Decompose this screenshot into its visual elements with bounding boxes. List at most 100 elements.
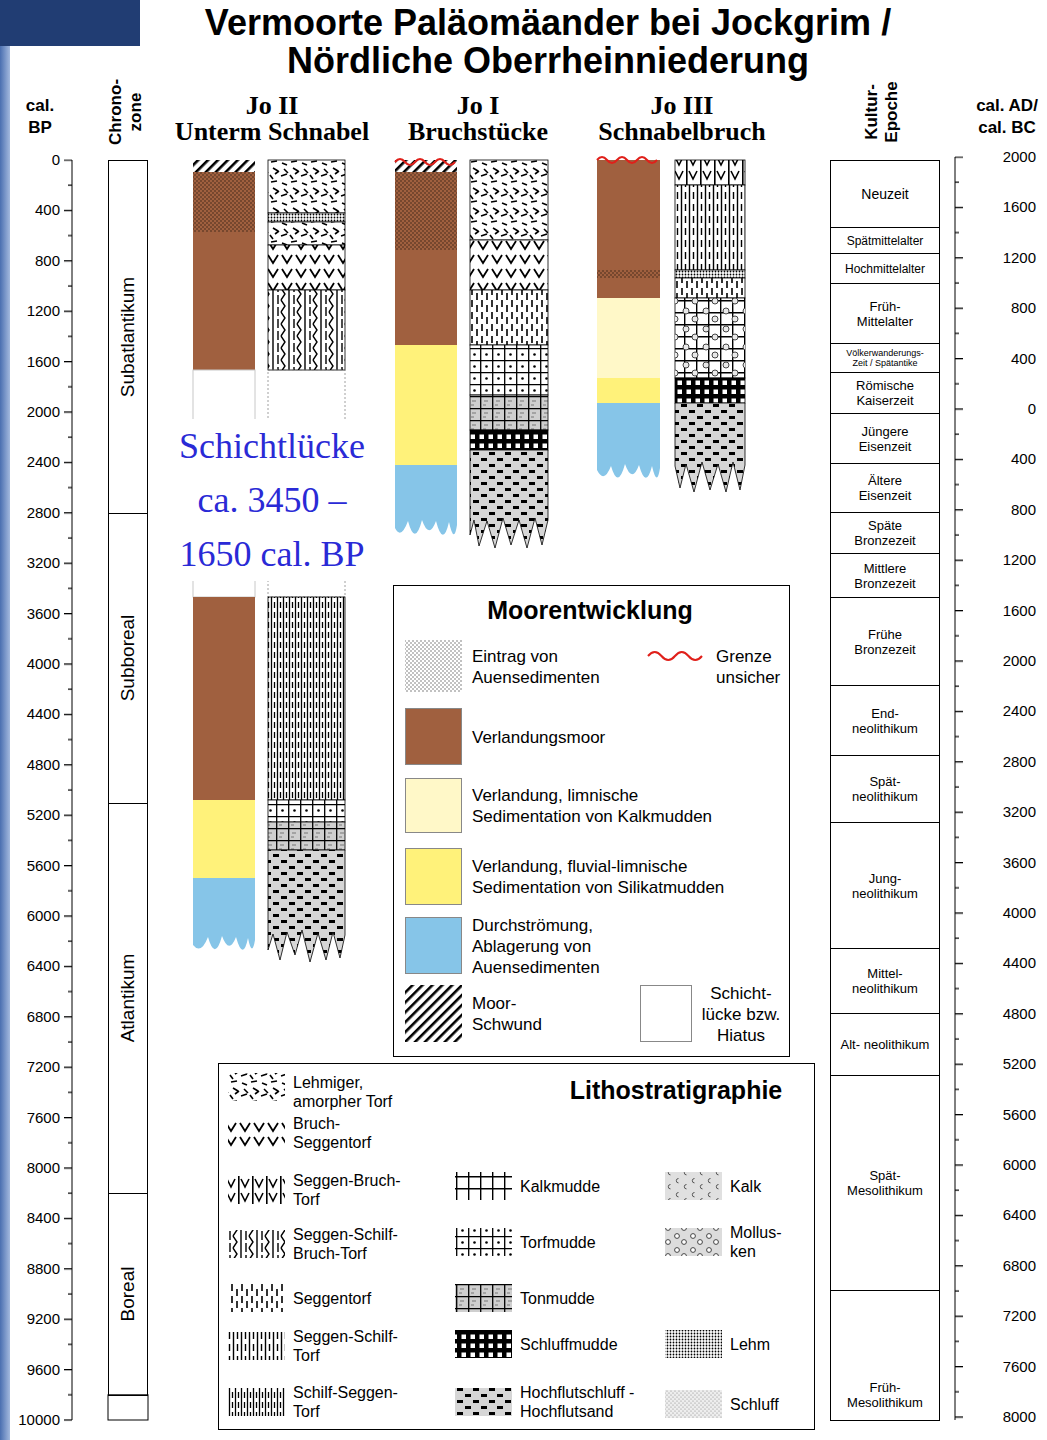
core-name: Jo III — [651, 91, 714, 121]
epoch-name: Spät- neolithikum — [840, 774, 930, 804]
diagram-title: Vermoorte Paläomäander bei Jockgrim / Nö… — [168, 4, 928, 80]
core-jo3-development — [597, 278, 660, 298]
core-jo3-lithology — [675, 160, 745, 492]
tick-label: 3600 — [1003, 854, 1036, 872]
core-name: Jo I — [457, 91, 500, 121]
core-jo1-development — [395, 172, 457, 250]
core-jo3-development — [597, 270, 660, 278]
core-jo1-lithology — [470, 450, 548, 548]
legend-text: Kalk — [730, 1177, 761, 1196]
page-frame — [0, 0, 10, 1440]
core-jo2-lithology — [268, 290, 345, 370]
epoch-name: Früh- Mesolithikum — [840, 1380, 930, 1410]
legend-swatch — [640, 985, 692, 1042]
legend-text: Verlandung, fluvial-limnische Sedimentat… — [472, 856, 744, 898]
epoch-name: Hochmittelalter — [833, 262, 937, 276]
chronozone-band: Atlantikum — [108, 803, 148, 1195]
legend-sample — [455, 1388, 512, 1416]
legend-text: Bruch- Seggentorf — [293, 1114, 408, 1152]
legend-text: Tonmudde — [520, 1289, 595, 1308]
core-jo1-development — [395, 159, 455, 165]
epoch-box: Jung- neolithikum — [830, 822, 940, 949]
time-axis — [955, 156, 963, 1420]
epoch-box: Jüngere Eisenzeit — [830, 413, 940, 464]
core-jo3-development — [597, 157, 660, 478]
tick-label: 2000 — [1003, 148, 1036, 166]
time-axis — [64, 156, 963, 1421]
hiatus-note: Schichtlücke ca. 3450 – 1650 cal. BP — [162, 419, 382, 581]
epoch-box: Ältere Eisenzeit — [830, 463, 940, 513]
core-jo2-lithology — [268, 822, 345, 850]
epoch-box: Spät- Mesolithikum — [830, 1075, 940, 1291]
legend-swatch — [405, 917, 462, 974]
legend-text: Mollus- ken — [730, 1223, 792, 1261]
tick-label: 4400 — [1003, 954, 1036, 972]
epoch-name: Früh- Mittelalter — [845, 299, 925, 329]
core-jo3-development — [597, 378, 660, 403]
time-axis — [108, 1395, 148, 1420]
tick-label: 7200 — [27, 1058, 60, 1076]
core-jo2-lithology — [268, 160, 345, 213]
core-jo2-lithology — [268, 222, 345, 245]
tick-label: 4400 — [27, 705, 60, 723]
core-jo2-development — [193, 160, 255, 172]
core-jo2-development — [193, 232, 255, 370]
legend-text: Hochflutschluff - Hochflutsand — [520, 1383, 650, 1421]
legend-sample — [455, 1330, 512, 1358]
tick-label: 400 — [1011, 450, 1036, 468]
core-jo2-lithology — [268, 850, 345, 962]
core-jo3-lithology — [675, 278, 745, 298]
epoch-box: Mittlere Bronzezeit — [830, 553, 940, 598]
legend-sample — [228, 1332, 285, 1360]
core-jo1-lithology — [470, 160, 548, 548]
tick-label: 9200 — [27, 1310, 60, 1328]
legend-sample — [228, 1119, 285, 1147]
tick-label: 6400 — [1003, 1206, 1036, 1224]
epoch-box: Späte Bronzezeit — [830, 512, 940, 554]
tick-label: 3600 — [27, 605, 60, 623]
core-jo3-lithology — [675, 298, 745, 378]
legend-sample — [665, 1330, 722, 1358]
tick-label: 1600 — [27, 353, 60, 371]
epoch-name: End- neolithikum — [840, 706, 930, 736]
legend-swatch — [405, 778, 462, 833]
tick-label: 6800 — [27, 1008, 60, 1026]
core-jo2-lithology — [268, 597, 345, 800]
epoch-name: Frühe Bronzezeit — [840, 627, 930, 657]
tick-label: 2000 — [27, 403, 60, 421]
tick-label: 2800 — [27, 504, 60, 522]
epoch-box: Römische Kaiserzeit — [830, 372, 940, 414]
epoch-box: Spät- neolithikum — [830, 755, 940, 823]
epoch-name: Mittlere Bronzezeit — [840, 561, 930, 591]
core-jo1-lithology — [470, 430, 548, 450]
chronozone-header: Chrono- zone — [106, 76, 146, 148]
legend-sample — [648, 652, 702, 660]
tick-label: 400 — [1011, 350, 1036, 368]
legend-text: Lehmiger, amorpher Torf — [293, 1073, 418, 1111]
legend-text: Torfmudde — [520, 1233, 596, 1252]
epoch-name: Spät- Mesolithikum — [840, 1168, 930, 1198]
tick-label: 400 — [35, 201, 60, 219]
tick-label: 8400 — [27, 1209, 60, 1227]
tick-label: 1600 — [1003, 602, 1036, 620]
tick-label: 6000 — [27, 907, 60, 925]
legend-text: Schicht- lücke bzw. Hiatus — [697, 983, 785, 1046]
chronozone-band: Boreal — [108, 1193, 148, 1396]
legend-text: Lehm — [730, 1335, 770, 1354]
tick-label: 1200 — [1003, 551, 1036, 569]
core-jo1-lithology — [470, 345, 548, 395]
chronozone-name: Boreal — [117, 1267, 139, 1322]
chronozone-band: Subboreal — [108, 513, 148, 804]
core-jo2-development — [193, 597, 255, 800]
page-frame — [0, 0, 140, 1440]
epoch-name: Ältere Eisenzeit — [840, 473, 930, 503]
tick-label: 7600 — [1003, 1358, 1036, 1376]
legend-text: Durchströmung, Ablagerung von Auensedime… — [472, 915, 627, 978]
core-jo3-development — [597, 403, 660, 478]
core-location: Unterm Schnabel — [175, 117, 369, 147]
legend-sample — [665, 1172, 722, 1200]
tick-label: 10000 — [18, 1411, 60, 1429]
epoch-name: Römische Kaiserzeit — [840, 378, 930, 408]
core-jo1-development — [395, 250, 457, 345]
core-jo1-lithology — [470, 395, 548, 430]
